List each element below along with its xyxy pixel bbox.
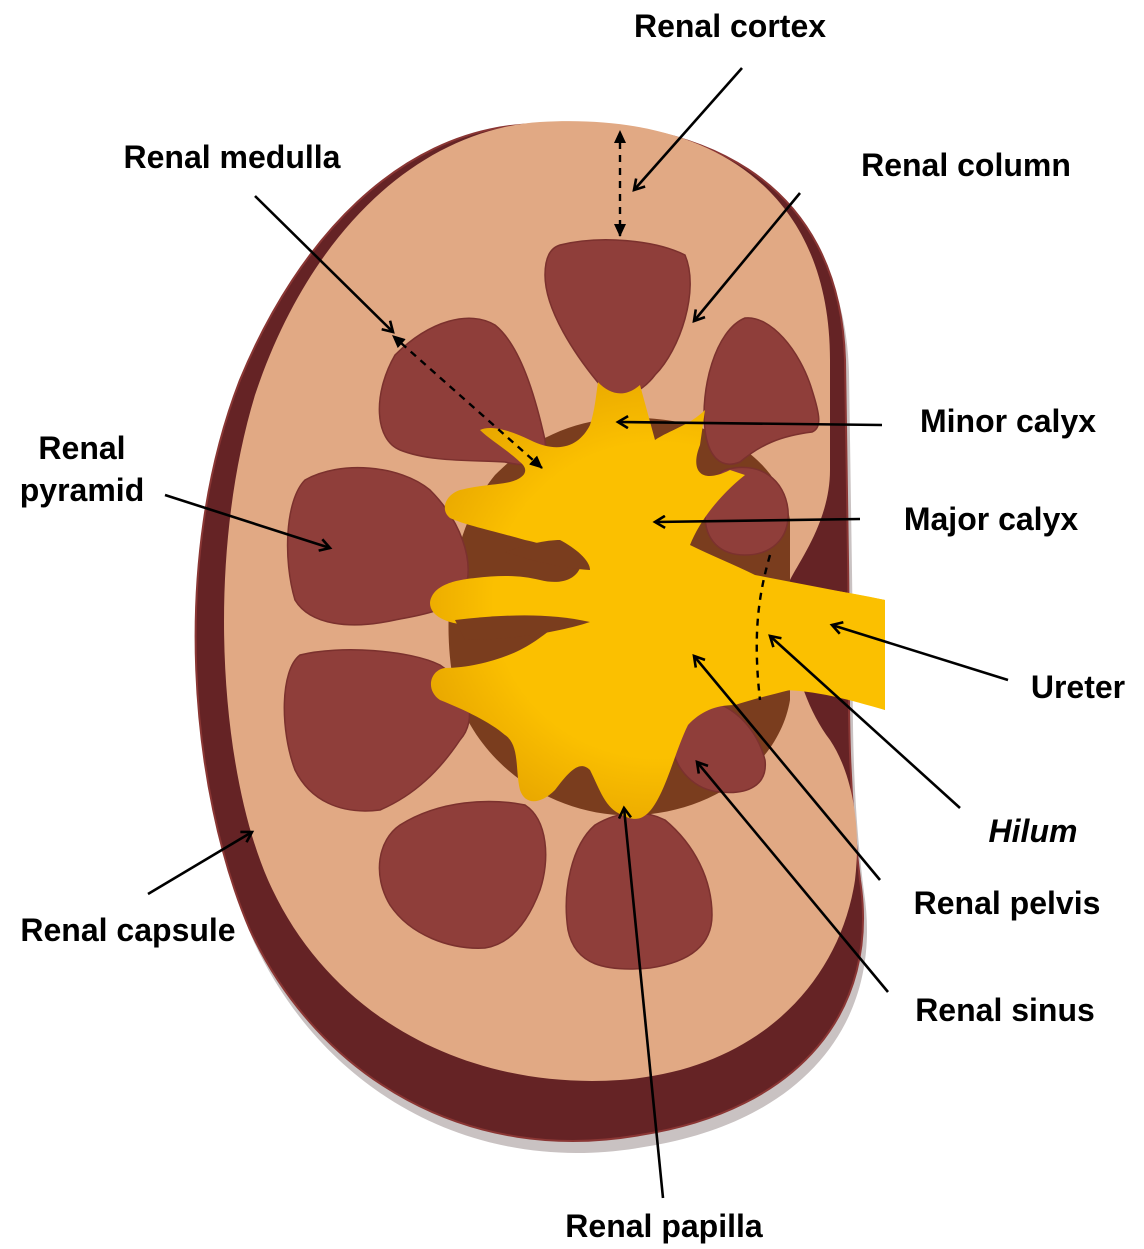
label-renal-capsule: Renal capsule — [20, 912, 235, 948]
label-hilum: Hilum — [989, 813, 1078, 849]
label-renal-papilla: Renal papilla — [565, 1208, 763, 1244]
label-renal-pyramid-line2: pyramid — [20, 472, 144, 508]
label-major-calyx: Major calyx — [904, 501, 1079, 537]
label-minor-calyx: Minor calyx — [920, 403, 1096, 439]
ureter-tube — [735, 575, 885, 710]
label-renal-pyramid-line1: Renal — [38, 430, 125, 466]
label-renal-cortex: Renal cortex — [634, 8, 826, 44]
label-renal-column: Renal column — [861, 147, 1071, 183]
label-renal-pelvis: Renal pelvis — [914, 885, 1101, 921]
label-ureter: Ureter — [1031, 669, 1125, 705]
label-renal-medulla: Renal medulla — [124, 139, 341, 175]
label-renal-sinus: Renal sinus — [915, 992, 1095, 1028]
